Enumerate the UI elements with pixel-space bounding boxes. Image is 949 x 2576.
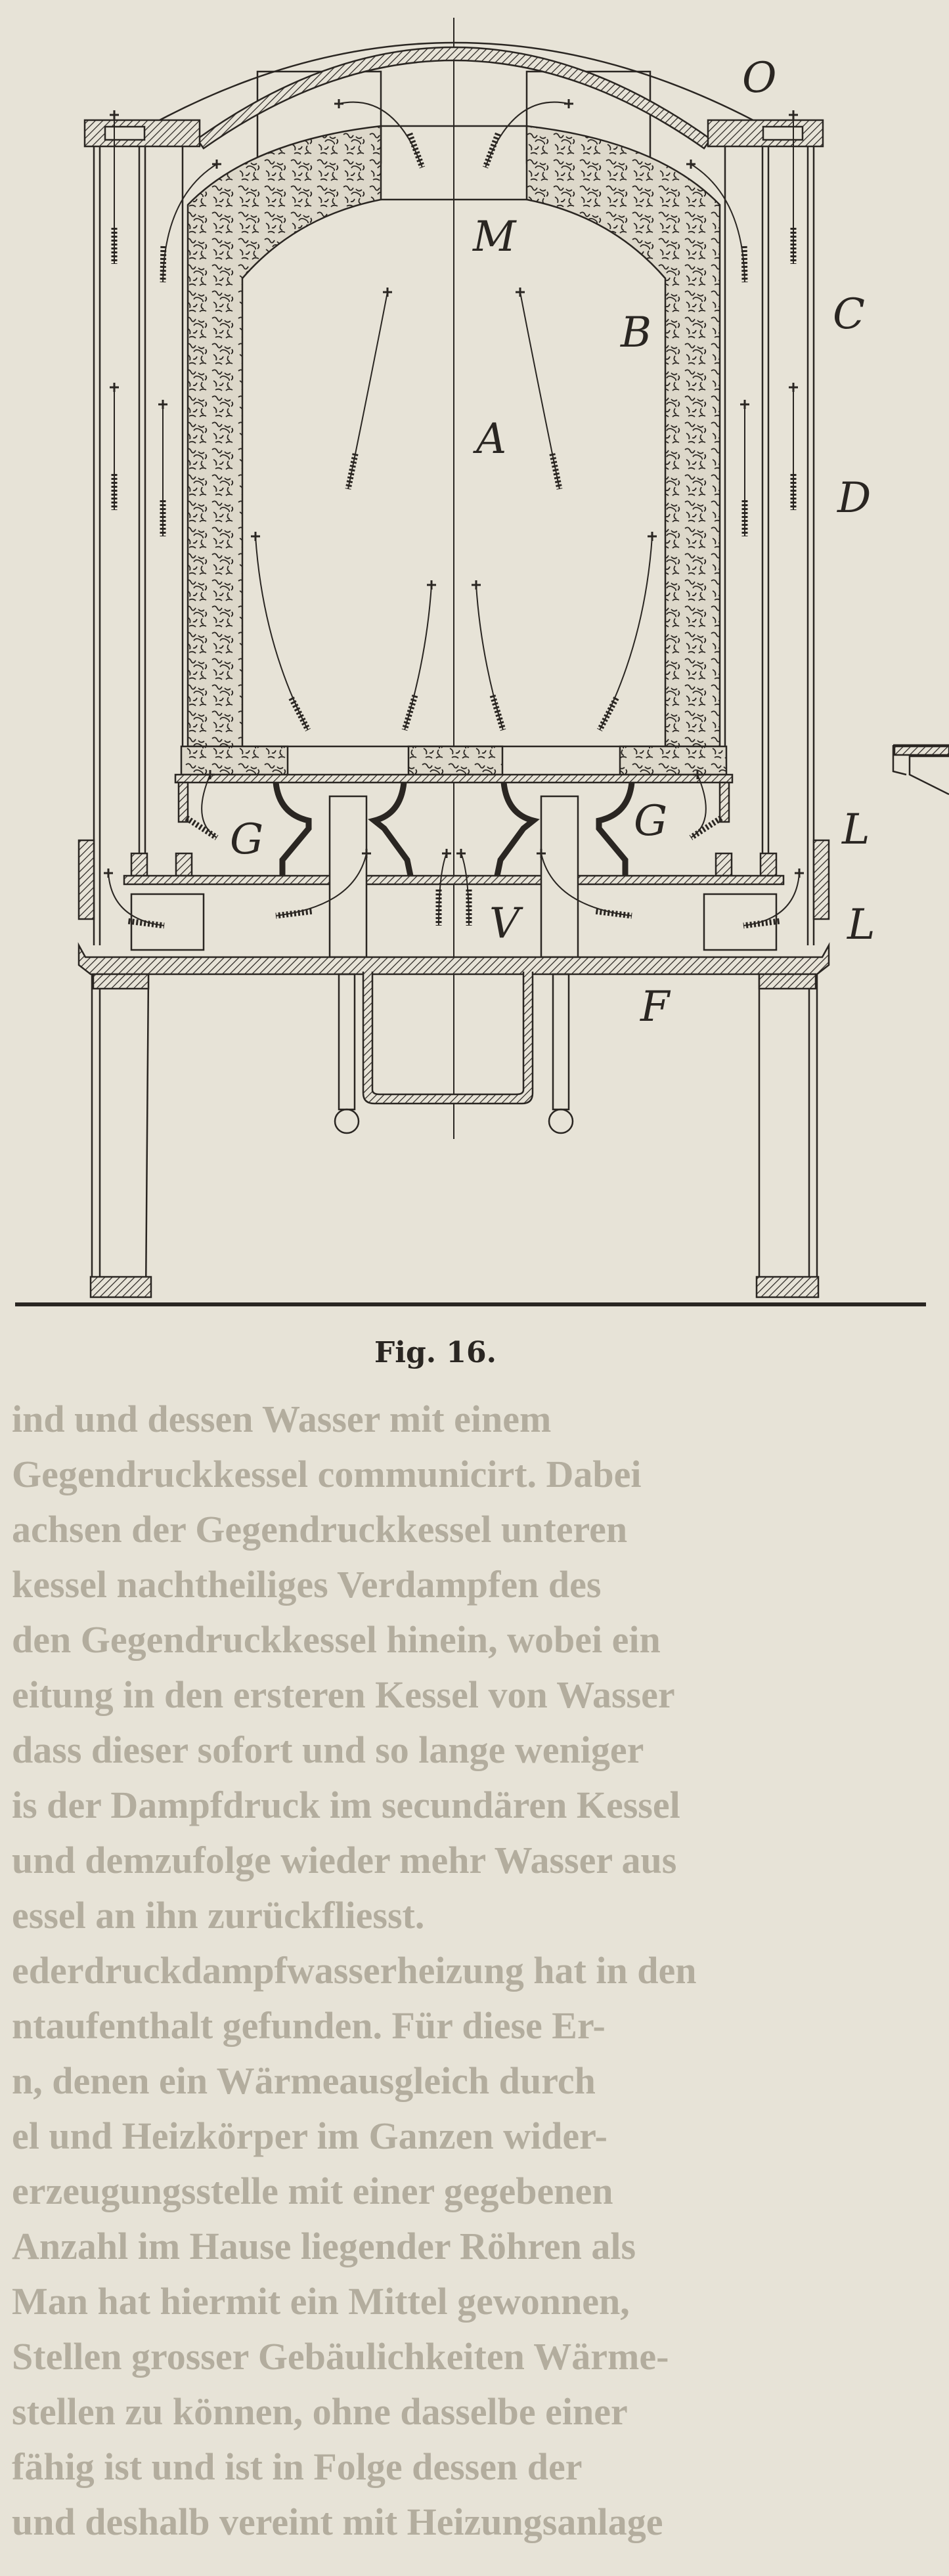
show-through-line: el und Heizkörper im Ganzen wider- — [12, 2114, 607, 2157]
label-B: B — [620, 309, 651, 357]
lower-plate — [123, 874, 785, 886]
show-through-line: achsen der Gegendruckkessel unteren — [12, 1508, 628, 1551]
airflow-arrow — [275, 853, 367, 916]
airflow-arrow — [338, 101, 423, 168]
label-G-right: G — [634, 797, 667, 846]
leg-left — [89, 973, 152, 1299]
post-right — [540, 795, 579, 958]
handle-knob-right — [548, 1108, 574, 1134]
dome-outer-line — [150, 41, 762, 126]
upper-plate — [174, 773, 734, 784]
handle-rod-left — [338, 973, 356, 1111]
show-through-line: ntaufenthalt gefunden. Für diese Er- — [12, 2004, 606, 2047]
arrow-cross-icon — [516, 288, 525, 297]
label-C: C — [833, 290, 865, 339]
arrow-cross-icon — [110, 383, 119, 392]
figure-caption: Fig. 16. — [374, 1336, 497, 1369]
figure-area: O M B C A D G G L L V F Fig. 16. — [15, 18, 949, 1369]
airflow-arrow — [519, 291, 560, 490]
airflow-arrow — [475, 584, 504, 731]
show-through-line: Gegendruckkessel communicirt. Dabei — [12, 1453, 642, 1495]
show-through-line: und demzufolge wieder mehr Wasser aus — [12, 1839, 677, 1881]
airflow-arrow — [599, 536, 653, 731]
show-through-line: den Gegendruckkessel hinein, wobei ein — [12, 1618, 661, 1661]
outer-jacket-D — [93, 146, 815, 945]
middle-jacket-C — [138, 146, 770, 876]
label-A: A — [473, 415, 506, 463]
show-through-line: Stellen grosser Gebäulichkeiten Wärme- — [12, 2335, 669, 2378]
inner-wall — [181, 146, 726, 783]
show-through-line: essel an ihn zurückfliesst. — [12, 1894, 425, 1937]
arrow-cross-icon — [564, 99, 573, 108]
show-through-line: stellen zu können, ohne dasselbe einer — [12, 2390, 628, 2433]
show-through-line: erzeugungsstelle mit einer gegebenen — [12, 2170, 613, 2212]
show-through-line: fähig ist und ist in Folge dessen der — [12, 2445, 583, 2488]
v-box-left — [130, 893, 205, 951]
airflow-arrows — [104, 99, 804, 929]
arrow-cross-icon — [104, 869, 113, 878]
funnel-right — [494, 782, 635, 876]
arrow-cross-icon — [795, 869, 804, 878]
arrow-cross-icon — [442, 849, 451, 858]
arrow-cross-icon — [212, 160, 221, 169]
show-through-line: Anzahl im Hause liegender Röhren als — [12, 2225, 636, 2267]
arrow-cross-icon — [251, 532, 260, 541]
label-D: D — [837, 474, 871, 523]
airflow-arrow — [485, 101, 569, 168]
arrow-cross-icon — [740, 400, 749, 409]
label-L-lower: L — [847, 901, 875, 949]
airflow-arrow — [255, 536, 309, 731]
arrow-cross-icon — [383, 288, 392, 297]
handle-knob-left — [334, 1108, 360, 1134]
arrow-cross-icon — [789, 383, 798, 392]
label-M: M — [472, 213, 517, 261]
u-pipe — [363, 972, 533, 1104]
arrow-cross-icon — [456, 849, 466, 858]
arrow-cross-icon — [537, 849, 546, 858]
base-plate — [77, 942, 830, 976]
arrow-cross-icon — [427, 580, 436, 590]
arrow-cross-icon — [789, 110, 798, 119]
airflow-arrow — [541, 853, 632, 916]
insulation-left — [187, 125, 382, 748]
funnel-left — [273, 782, 414, 876]
show-through-line: kessel nachtheiliges Verdampfen des — [12, 1563, 602, 1606]
show-through-line: ind und dessen Wasser mit einem — [12, 1398, 552, 1440]
insulation-right — [525, 125, 721, 748]
show-through-line: ederdruckdampfwasserheizung hat in den — [12, 1949, 697, 1992]
label-F: F — [640, 983, 671, 1031]
v-box-right — [703, 893, 778, 951]
leg-right — [755, 973, 820, 1299]
arrow-cross-icon — [693, 770, 702, 779]
label-L-upper: L — [841, 805, 870, 854]
arrow-cross-icon — [648, 532, 657, 541]
label-G-left: G — [230, 815, 263, 864]
airflow-arrow — [690, 774, 707, 838]
show-through-line: n, denen ein Wärmeausgleich durch — [12, 2059, 596, 2102]
label-V: V — [489, 899, 523, 948]
arrow-cross-icon — [472, 580, 481, 590]
airflow-arrow — [201, 774, 217, 838]
show-through-line: is der Dampfdruck im secundären Kessel — [12, 1784, 680, 1826]
arrow-cross-icon — [110, 110, 119, 119]
show-through-line: eitung in den ersteren Kessel von Wasser — [12, 1673, 675, 1716]
show-through-line: dass dieser sofort und so lange weniger — [12, 1728, 644, 1771]
ink-drawing — [15, 18, 949, 1306]
arrow-cross-icon — [686, 160, 695, 169]
arrow-cross-icon — [362, 849, 371, 858]
arrow-cross-icon — [206, 770, 215, 779]
handle-rod-right — [552, 973, 570, 1111]
airflow-arrow — [404, 584, 432, 731]
post-left — [328, 795, 368, 958]
show-through-line: und deshalb vereint mit Heizungsanlage — [12, 2501, 663, 2543]
show-through-line: Man hat hiermit ein Mittel gewonnen, — [12, 2280, 630, 2323]
boiler-cross-section-drawing: O M B C A D G G L L V F Fig. 16. — [15, 18, 949, 1369]
arrow-cross-icon — [158, 400, 167, 409]
edge-bracket — [892, 744, 949, 796]
arrow-cross-icon — [334, 99, 343, 108]
label-O: O — [742, 54, 776, 102]
airflow-arrow — [347, 291, 388, 490]
